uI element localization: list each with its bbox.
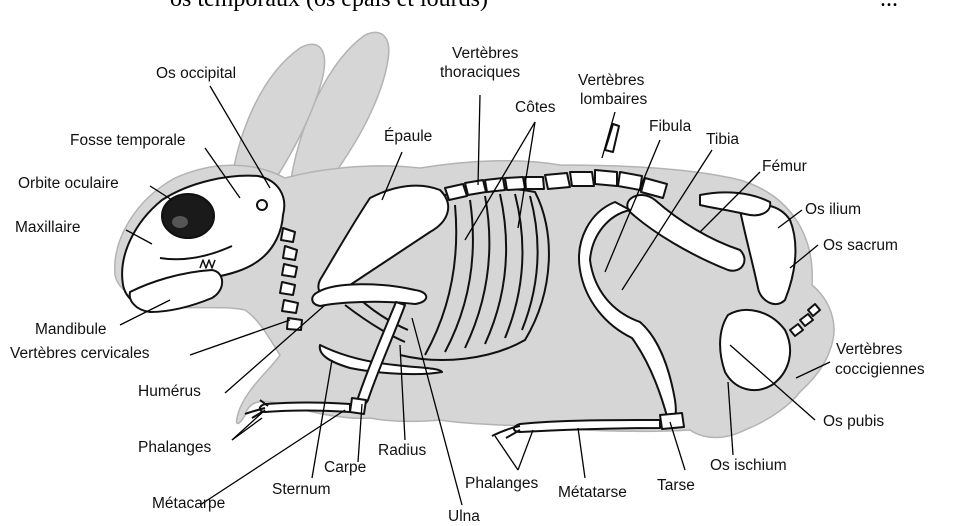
label-vertebres-thoraciques-2: thoraciques <box>440 63 520 82</box>
leader-phalanges-arriere-2 <box>518 430 533 470</box>
label-os-occipital: Os occipital <box>156 64 236 83</box>
carpus <box>350 398 366 414</box>
label-cotes: Côtes <box>515 98 556 117</box>
label-os-ischium: Os ischium <box>710 456 787 475</box>
label-os-pubis: Os pubis <box>823 412 884 431</box>
label-femur: Fémur <box>762 157 807 176</box>
label-fibula: Fibula <box>649 117 691 136</box>
label-vertebres-coccygiennes-2: coccigiennes <box>835 360 925 379</box>
label-ulna: Ulna <box>448 507 480 526</box>
label-humerus: Humérus <box>138 382 201 401</box>
label-tibia: Tibia <box>706 130 739 149</box>
label-sternum: Sternum <box>272 480 331 499</box>
label-fosse-temporale: Fosse temporale <box>70 131 185 150</box>
label-vertebres-coccygiennes-1: Vertèbres <box>836 340 902 359</box>
label-os-sacrum: Os sacrum <box>823 236 898 255</box>
label-vertebres-lombaires-2: lombaires <box>580 90 647 109</box>
label-vertebres-thoraciques-1: Vertèbres <box>452 44 518 63</box>
label-phalanges-avant: Phalanges <box>138 438 211 457</box>
orbit-shape <box>162 194 214 238</box>
label-phalanges-arriere: Phalanges <box>465 474 538 493</box>
label-metacarpe: Métacarpe <box>152 494 225 513</box>
label-mandibule: Mandibule <box>35 320 107 339</box>
label-tarse: Tarse <box>657 476 695 495</box>
label-vertebres-lombaires-1: Vertèbres <box>578 71 644 90</box>
label-carpe: Carpe <box>324 458 366 477</box>
label-radius: Radius <box>378 441 426 460</box>
orbit-highlight <box>172 216 188 228</box>
hind-phalanges <box>492 426 520 438</box>
label-vertebres-cervicales: Vertèbres cervicales <box>10 344 150 363</box>
label-os-ilium: Os ilium <box>805 200 861 219</box>
leader-phalanges-avant-1 <box>232 410 265 440</box>
ear-canal <box>257 200 267 210</box>
leader-phalanges-arriere-1 <box>495 436 518 470</box>
label-metatarse: Métatarse <box>558 483 627 502</box>
metacarpus <box>260 403 350 413</box>
label-maxillaire: Maxillaire <box>15 218 80 237</box>
leader-metatarse <box>578 428 585 478</box>
label-epaule: Épaule <box>384 127 432 146</box>
label-orbite-oculaire: Orbite oculaire <box>18 174 119 193</box>
